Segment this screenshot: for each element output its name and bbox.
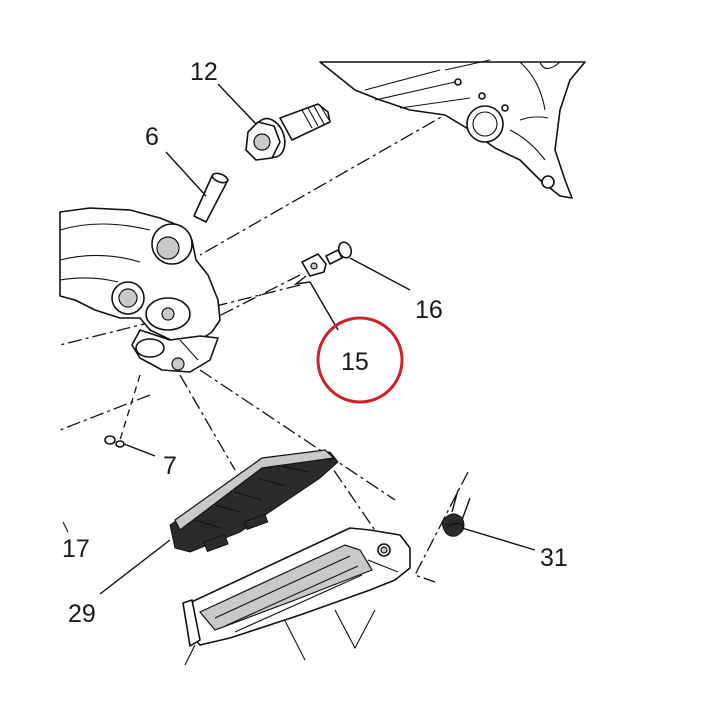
bolt-head-face	[253, 133, 271, 151]
footpeg-tip	[182, 599, 201, 647]
bolt-thread-4	[319, 104, 330, 121]
spring-plate-hole	[310, 262, 318, 270]
rubber-rib-1	[194, 519, 221, 529]
label-16: 16	[415, 296, 443, 324]
axis-line-to-footpeg	[179, 374, 236, 471]
pivot-mark	[334, 609, 376, 650]
bracket-pivot-hole	[161, 307, 175, 321]
bracket-upper-hole	[156, 236, 180, 260]
label-17: 17	[62, 535, 90, 563]
rubber-pad-top	[174, 449, 336, 531]
lower-line-mid	[281, 614, 306, 661]
clevis-eye	[135, 338, 165, 358]
rubber-stud-1	[203, 533, 229, 553]
axis-line-clip	[119, 374, 141, 441]
pin-top	[211, 172, 229, 184]
rubber-rib-4	[257, 477, 286, 487]
frame-rib-4	[444, 59, 491, 71]
rubber-stud-2	[243, 513, 269, 531]
bolt-thread-1	[301, 109, 313, 129]
label-29: 29	[68, 600, 96, 628]
screw-shank	[325, 249, 343, 265]
leader-29	[99, 539, 171, 595]
screw-head	[337, 241, 353, 259]
footpeg-clevis-edge	[367, 559, 399, 573]
bracket-edge-2	[59, 254, 141, 263]
frame-body	[319, 61, 586, 199]
frame-hole	[541, 175, 555, 189]
pin-6	[193, 172, 229, 223]
frame-rib-3	[399, 97, 471, 109]
bolt-thread-3	[313, 105, 325, 125]
axis-line-upper-left	[59, 284, 301, 346]
clevis-slot	[179, 339, 199, 361]
footpeg-bracket	[59, 207, 221, 373]
axis-line-lower-left	[59, 394, 151, 431]
bracket-edge-3	[59, 277, 119, 283]
label-15: 15	[341, 348, 369, 376]
rubber-rib-3	[234, 491, 263, 501]
frame-rib-1	[364, 69, 441, 91]
frame-boss	[466, 105, 504, 143]
footpeg	[182, 527, 411, 647]
highlight-circle	[316, 316, 404, 404]
frame-detail-2	[519, 116, 549, 121]
frame-boss-inner	[472, 111, 498, 137]
bolt-12	[245, 103, 331, 161]
frame-small-hole-3	[478, 92, 486, 100]
footpeg-inner	[199, 544, 373, 631]
bolt-thread-2	[307, 107, 319, 127]
rubber-pad-29	[169, 449, 339, 553]
footpeg-groove-1	[214, 555, 351, 619]
label-7: 7	[163, 452, 177, 480]
leader-7	[123, 443, 156, 457]
axis-line-bolt-12	[199, 95, 479, 256]
axis-line-spring	[214, 274, 301, 319]
alignment-lines	[59, 95, 479, 666]
leader-16	[349, 257, 411, 291]
lower-line-17	[62, 521, 69, 533]
leader-6	[165, 151, 207, 197]
lower-line-left	[184, 644, 196, 666]
part-labels: 12 6 16 15 7 17 29 31	[62, 58, 568, 628]
frame-curve	[519, 61, 546, 111]
spring-leg-2	[461, 497, 471, 521]
clevis-hole	[171, 357, 185, 371]
frame-curve-2	[539, 61, 561, 70]
frame-small-hole-1	[501, 104, 509, 112]
footpeg-groove-2	[224, 565, 359, 627]
bracket-lower-hole	[118, 288, 138, 308]
leader-12	[217, 83, 257, 125]
frame-detail	[509, 129, 546, 161]
label-leaders	[99, 83, 536, 595]
spring-plate-15	[293, 253, 327, 286]
axis-line-to-spring-31	[414, 471, 469, 583]
label-12: 12	[190, 58, 218, 86]
leader-15	[309, 281, 339, 331]
leader-31	[461, 527, 536, 551]
spring-plate-tail	[293, 275, 311, 286]
clip-7	[104, 435, 125, 448]
clip-ring-1	[104, 435, 116, 445]
frame-small-hole-2	[454, 78, 462, 86]
frame-rib-2	[374, 81, 456, 101]
clip-ring-2	[115, 440, 125, 448]
frame-casting	[319, 59, 586, 199]
label-6: 6	[145, 123, 159, 151]
spring-leg-1	[451, 489, 459, 513]
screw-16	[325, 241, 353, 265]
spring-coil-line	[445, 522, 465, 529]
footpeg-pivot-inner	[380, 546, 388, 554]
spring-31	[441, 489, 471, 537]
rubber-rib-2	[214, 504, 241, 513]
axis-line-to-pad	[199, 369, 396, 501]
rubber-rib-5	[281, 465, 309, 473]
label-31: 31	[540, 544, 568, 572]
bracket-edge-1	[59, 223, 151, 231]
footpeg-groove-3	[234, 574, 363, 633]
